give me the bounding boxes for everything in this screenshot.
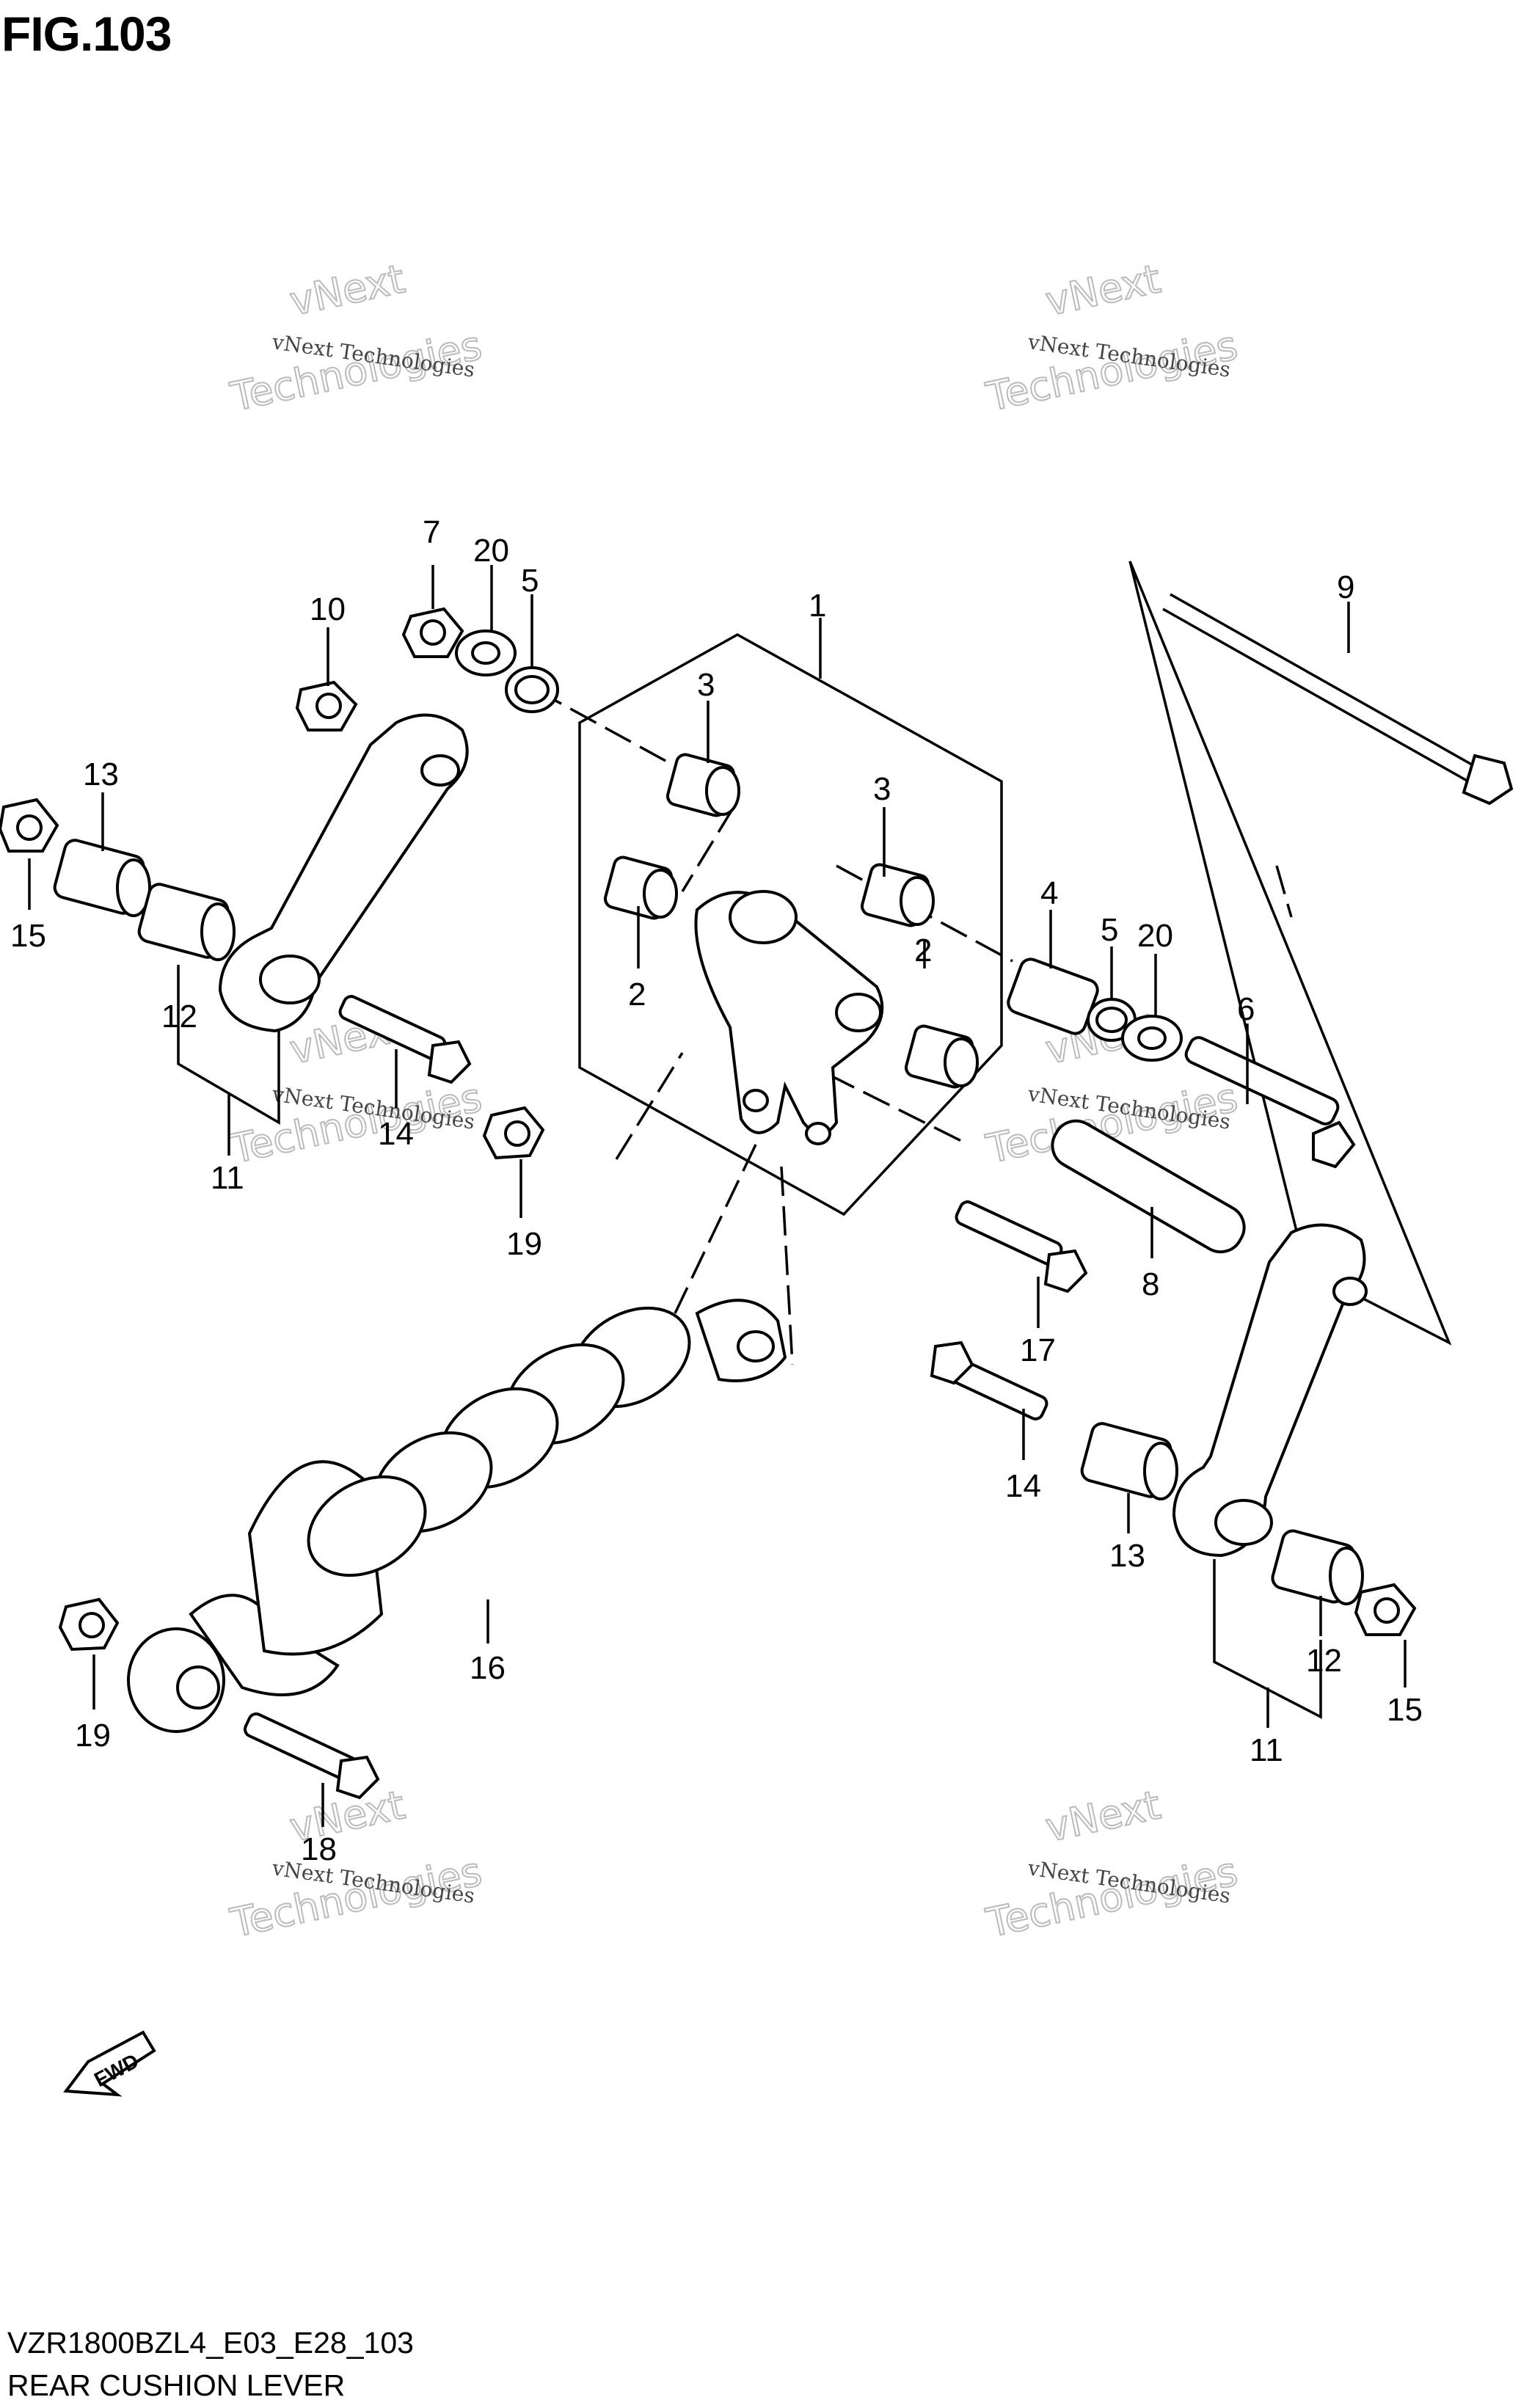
callout-11-left: 11 [211,1160,244,1196]
callout-3-upper: 3 [697,667,715,703]
assembly-outline-bolt [1128,561,1452,1346]
callout-14-lower: 14 [1005,1468,1041,1504]
assembly-outline-lever [578,632,1003,1216]
watermark-bottom-right: vNext Technologies vNext Technologies [982,1781,1242,1947]
bearing-part-2-right [905,1024,979,1089]
callout-17: 17 [1020,1332,1056,1368]
callout-16: 16 [470,1650,506,1686]
nut-part-19-lower [58,1597,120,1652]
svg-text:vNext: vNext [1042,1781,1164,1850]
watermark-top-left: vNext Technologies vNext Technologies [226,255,486,421]
bolt-part-17 [955,1200,1088,1294]
collar-part-13-right [1080,1422,1178,1500]
callout-15-right: 15 [1387,1692,1423,1728]
callout-13-left: 13 [83,756,119,792]
shock-absorber-part-16 [127,1299,787,1733]
cushion-rod-left-part-11 [218,713,469,1033]
nut-part-7 [401,607,464,658]
leader-lines [28,565,1407,1827]
callout-19-lower: 19 [75,1718,111,1754]
callout-5-right: 5 [1101,912,1118,948]
washer-part-20-upper [455,630,517,676]
callout-20-upper: 20 [473,533,509,569]
nut-part-15-right [1354,1583,1417,1636]
callout-4: 4 [1040,875,1058,911]
callout-19-upper: 19 [506,1226,542,1262]
callout-5-upper: 5 [521,563,539,599]
callout-14-upper: 14 [378,1116,414,1152]
bolt-part-14-lower [930,1340,1048,1420]
callout-3-right: 3 [873,771,891,807]
svg-text:vNext: vNext [286,255,409,324]
bolt-part-6 [1184,1036,1356,1169]
callout-11-right: 11 [1250,1732,1283,1768]
callout-12-left: 12 [161,999,197,1035]
cushion-rod-right-part-11 [1172,1223,1368,1558]
fwd-arrow-icon: FWD [63,2030,156,2097]
footer-section-name: REAR CUSHION LEVER [7,2368,346,2402]
bolt-part-14-upper [338,995,472,1084]
callout-13-right: 13 [1109,1538,1145,1574]
bearing-part-3-upper [666,753,740,817]
callout-20-right: 20 [1137,918,1173,954]
callout-12-right: 12 [1306,1643,1342,1679]
figure-title: FIG.103 [1,7,172,61]
callout-6: 6 [1237,991,1255,1027]
callout-9: 9 [1337,569,1354,605]
cushion-lever-part-1 [694,890,884,1145]
bearing-part-12-left [137,883,236,961]
spacer-part-8 [1051,1119,1246,1254]
callout-15-left: 15 [10,918,46,954]
bearing-part-2-left [604,855,678,920]
bearing-part-3-right [861,863,935,927]
callout-7: 7 [423,514,440,550]
callout-10: 10 [310,591,346,627]
bearing-part-12-right [1271,1529,1364,1605]
seal-part-5-upper [505,666,559,713]
collar-part-4 [1007,957,1099,1035]
footer-model-code: VZR1800BZL4_E03_E28_103 [7,2326,414,2360]
watermark-bottom-left: vNext Technologies vNext Technologies [226,1781,486,1947]
collar-part-13-left [53,839,151,917]
bolt-part-9 [1162,593,1514,806]
washer-part-20-right [1121,1015,1183,1062]
callout-18: 18 [301,1831,337,1867]
callout-labels: 1 2 2 3 3 4 5 5 6 7 8 9 10 11 11 12 12 1… [10,514,1423,1867]
bolt-part-18 [244,1712,380,1800]
nut-part-10 [295,680,358,731]
callout-2-left: 2 [628,977,646,1013]
callout-8: 8 [1142,1266,1159,1302]
watermark-top-right: vNext Technologies vNext Technologies [982,255,1242,421]
nut-part-19-upper [482,1106,545,1160]
callout-2-right: 2 [914,933,932,968]
callout-1: 1 [809,588,826,624]
svg-text:vNext: vNext [1042,255,1164,324]
nut-part-15-left [0,798,59,853]
